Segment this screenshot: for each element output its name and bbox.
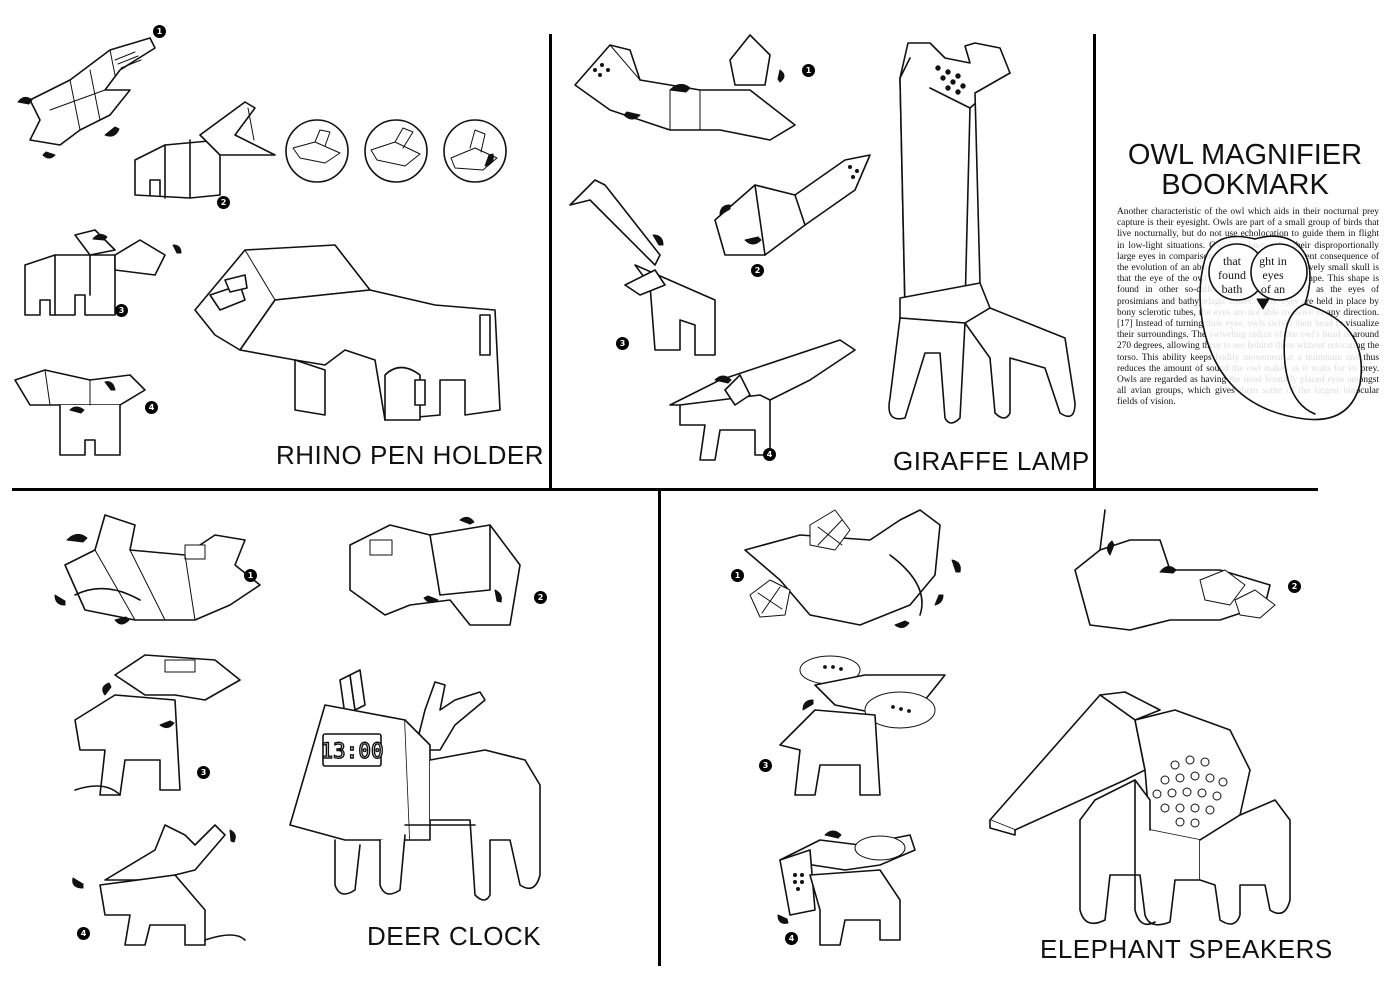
- owl-right-lens-word-1: ght in: [1259, 254, 1287, 268]
- elephant-step1-flat-pattern: [744, 509, 961, 629]
- divider-horizontal: [12, 488, 1318, 491]
- deer-clock-display: 13:00: [320, 739, 383, 763]
- deer-step4-partial: [72, 824, 246, 946]
- divider-vertical-bottom: [658, 491, 661, 966]
- speaker-grille-holes: [1152, 755, 1228, 828]
- rhino-step4-partial: [14, 369, 146, 456]
- elephant-step1-badge: 1: [731, 569, 744, 582]
- owl-left-lens-word-1: that: [1223, 254, 1241, 268]
- elephant-speakers-illustration: [989, 691, 1291, 926]
- elephant-step3-partial: [779, 655, 946, 796]
- deer-title: DEER CLOCK: [367, 921, 542, 951]
- giraffe-step1-flat-pattern: [574, 34, 796, 141]
- giraffe-lamp-illustration: [888, 42, 1076, 424]
- deer-step2-partial: [349, 516, 521, 626]
- deer-step3-partial: [74, 654, 241, 796]
- giraffe-step4-partial: [669, 339, 856, 461]
- giraffe-step1-badge: 1: [802, 64, 815, 77]
- rhino-step1-flat-pattern: [17, 37, 156, 159]
- owl-left-lens: that found bath: [1210, 254, 1254, 296]
- rhino-step3-partial: [24, 229, 182, 316]
- divider-vertical-top-left: [549, 34, 552, 489]
- owl-left-lens-word-3: bath: [1221, 282, 1243, 296]
- deer-step3-badge: 3: [197, 766, 210, 779]
- owl-right-lens-word-3: of an: [1260, 282, 1286, 296]
- giraffe-step4-badge: 4: [763, 448, 776, 461]
- deer-step4-badge: 4: [77, 927, 90, 940]
- owl-title-line2: BOOKMARK: [1161, 169, 1329, 201]
- rhino-title: RHINO PEN HOLDER: [276, 440, 545, 470]
- owl-right-lens: ght in eyes of an: [1251, 254, 1295, 296]
- owl-title: OWL MAGNIFIER BOOKMARK: [1110, 140, 1380, 200]
- deer-clock-illustration: 13:00: [289, 669, 541, 901]
- rhino-detail-circles: [285, 119, 507, 183]
- elephant-step2-partial: [1074, 509, 1276, 631]
- giraffe-step3-partial: [569, 179, 716, 356]
- rhino-pen-holder-illustration: [194, 244, 501, 421]
- rhino-step1-badge: 1: [153, 25, 166, 38]
- rhino-step3-badge: 3: [115, 304, 128, 317]
- owl-title-line1: OWL MAGNIFIER: [1127, 139, 1363, 171]
- deer-step2-badge: 2: [534, 591, 547, 604]
- elephant-step2-badge: 2: [1288, 580, 1301, 593]
- elephant-step4-badge: 4: [785, 932, 798, 945]
- deer-step1-flat-pattern: [54, 514, 261, 625]
- divider-vertical-top-right: [1093, 34, 1096, 489]
- giraffe-title: GIRAFFE LAMP: [893, 446, 1090, 476]
- giraffe-step2-badge: 2: [751, 264, 764, 277]
- owl-right-lens-word-2: eyes: [1262, 268, 1284, 282]
- rhino-step4-badge: 4: [145, 401, 158, 414]
- elephant-title: ELEPHANT SPEAKERS: [1040, 934, 1333, 964]
- deer-step1-badge: 1: [244, 569, 257, 582]
- owl-left-lens-word-2: found: [1218, 268, 1246, 282]
- rhino-step2-partial: [134, 101, 276, 199]
- giraffe-step2-partial: [714, 154, 871, 256]
- elephant-step4-partial: [777, 830, 916, 946]
- elephant-step3-badge: 3: [759, 759, 772, 772]
- owl-magnifier-outline: [1199, 235, 1362, 421]
- rhino-step2-badge: 2: [217, 196, 230, 209]
- giraffe-step3-badge: 3: [616, 337, 629, 350]
